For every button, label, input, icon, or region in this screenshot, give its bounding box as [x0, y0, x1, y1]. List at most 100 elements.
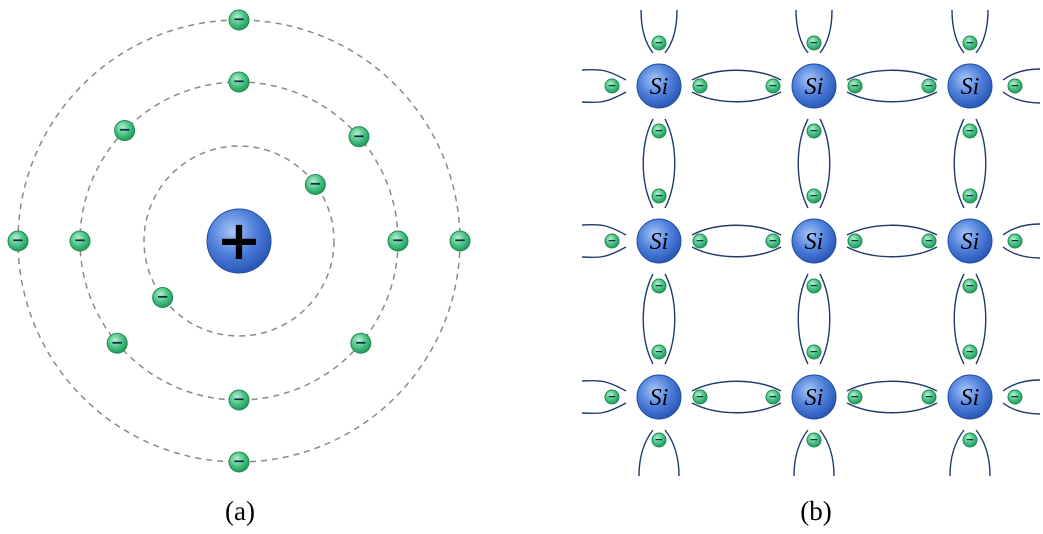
electron-sign: − [810, 190, 819, 202]
nucleus-sign: + [216, 209, 261, 272]
bond-line [819, 429, 835, 477]
atom-label: Si [961, 229, 980, 255]
bond-line [691, 224, 782, 236]
bond-electron: − [806, 35, 822, 51]
bond-line [1002, 246, 1041, 259]
atom-label: Si [805, 385, 824, 411]
electron-sign: − [233, 10, 246, 28]
bond-electron: − [604, 78, 620, 94]
electron-sign: − [925, 235, 934, 247]
bond-electron: − [962, 278, 978, 294]
bond-line [949, 429, 965, 477]
electron-sign: − [851, 391, 860, 403]
electron-sign: − [608, 391, 617, 403]
bond-electron: − [962, 35, 978, 51]
electron: − [69, 230, 91, 252]
bond-electron: − [1007, 389, 1023, 405]
covalent-bonds [581, 9, 1041, 477]
bond-electron: − [806, 188, 822, 204]
bond-line [664, 273, 676, 365]
electron-sign: − [925, 391, 934, 403]
electron-sign: − [769, 391, 778, 403]
bond-electron: − [962, 188, 978, 204]
electron: − [449, 230, 471, 252]
electron: − [152, 287, 174, 309]
electron-sign: − [810, 434, 819, 446]
silicon-atom: Si [947, 63, 993, 109]
bond-electron: − [692, 78, 708, 94]
electron: − [387, 230, 409, 252]
electron: − [304, 173, 326, 195]
bond-line [638, 429, 654, 477]
electron-sign: − [696, 391, 705, 403]
bond-line [793, 429, 809, 477]
bond-electron: − [921, 233, 937, 249]
electron-sign: − [655, 346, 664, 358]
bond-line [846, 380, 938, 392]
bond-line [819, 118, 831, 209]
silicon-atom: Si [636, 374, 682, 420]
bond-line [691, 402, 782, 414]
bond-line [975, 429, 991, 477]
silicon-atom: Si [636, 218, 682, 264]
electron: − [228, 71, 250, 93]
bond-electron: − [651, 344, 667, 360]
bond-line [581, 402, 627, 415]
bond-electron: − [692, 233, 708, 249]
electron-sign: − [966, 125, 975, 137]
bond-line [846, 402, 938, 414]
electron-sign: − [156, 288, 169, 306]
electron-sign: − [111, 333, 124, 351]
electron-sign: − [655, 125, 664, 137]
electron-sign: − [810, 346, 819, 358]
bond-line [1002, 402, 1041, 415]
bond-electron: − [651, 188, 667, 204]
bond-line [691, 91, 782, 103]
electron-sign: − [925, 80, 934, 92]
bond-electron: − [847, 389, 863, 405]
bond-line [691, 69, 782, 81]
bond-electron: − [765, 78, 781, 94]
bond-electron-group: −−−−−−−−−−−−−−−−−−−−−−−−−−−−−−−−−−−− [604, 35, 1023, 448]
bond-electron: − [962, 344, 978, 360]
bond-electron: − [1007, 78, 1023, 94]
caption-a: (a) [225, 496, 255, 526]
electron: − [350, 332, 372, 354]
bond-line [819, 273, 831, 365]
electron-sign: − [655, 37, 664, 49]
silicon-atom: Si [791, 63, 837, 109]
electron-sign: − [392, 231, 405, 249]
bond-line [1002, 379, 1041, 392]
bond-line [975, 9, 989, 54]
electron-sign: − [608, 80, 617, 92]
bond-line [846, 246, 938, 258]
silicon-atom: Si [791, 374, 837, 420]
electron-sign: − [769, 80, 778, 92]
bond-line [691, 380, 782, 392]
bond-electron: − [962, 432, 978, 448]
bond-line [691, 246, 782, 258]
atom-label: Si [650, 385, 669, 411]
bond-line [581, 223, 627, 236]
electron: − [114, 120, 136, 142]
bond-electron: − [921, 78, 937, 94]
electron-sign: − [966, 434, 975, 446]
bond-line [975, 118, 987, 209]
electron-sign: − [810, 280, 819, 292]
atom-label: Si [805, 229, 824, 255]
bond-line [846, 69, 938, 81]
electron-sign: − [851, 80, 860, 92]
bond-electron: − [806, 432, 822, 448]
electron-sign: − [966, 280, 975, 292]
electron-sign: − [454, 231, 467, 249]
bond-electron: − [604, 389, 620, 405]
electron-sign: − [851, 235, 860, 247]
bond-line [846, 224, 938, 236]
bond-electron: − [962, 123, 978, 139]
electron-sign: − [353, 127, 366, 145]
electron-group: −−−−−−−−−−−−−− [7, 9, 471, 473]
electron-sign: − [355, 333, 368, 351]
bond-line [642, 273, 654, 365]
bond-electron: − [765, 233, 781, 249]
bond-line [640, 9, 654, 54]
